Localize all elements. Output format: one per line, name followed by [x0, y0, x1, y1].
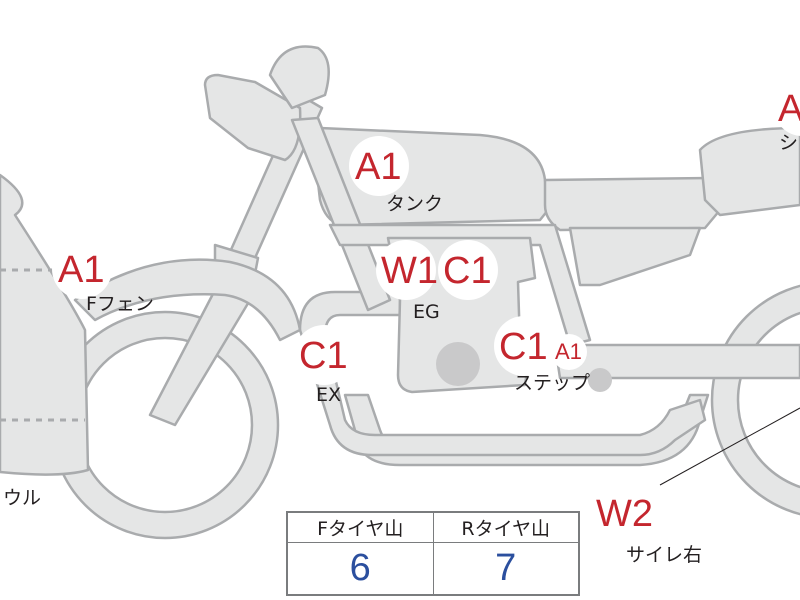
mark-engine-c1	[438, 240, 498, 300]
label-fender-front: Fフェン	[86, 293, 154, 315]
headlight	[203, 73, 302, 162]
label-tank: タンク	[386, 193, 444, 215]
grade-silencer-right: W2	[596, 493, 653, 535]
label-step: ステップ	[514, 372, 591, 394]
grade-engine-c1: C1	[443, 250, 492, 292]
rear-wheel	[712, 285, 800, 515]
mark-engine-w1	[376, 240, 436, 300]
label-silencer-right: サイレ右	[626, 544, 703, 566]
meter	[268, 45, 330, 110]
rear-tire-header: Rタイヤ山	[432, 511, 580, 543]
mark-silencer	[592, 483, 652, 543]
mark-exhaust	[294, 325, 354, 385]
grade-exhaust: C1	[299, 335, 348, 377]
leader-line	[659, 407, 800, 486]
mark-step-a1	[551, 334, 587, 370]
mark-tank	[349, 136, 409, 196]
front-wheel	[52, 312, 278, 538]
front-tire-value: 6	[286, 542, 434, 596]
front-fender	[73, 258, 302, 342]
seat	[543, 176, 722, 232]
step-peg	[588, 368, 612, 392]
grade-engine-w1: W1	[381, 250, 438, 292]
mark-fender-front	[52, 239, 112, 299]
rear-tire-value: 7	[432, 542, 580, 596]
mark-step-c1	[494, 316, 554, 376]
grade-tank: A1	[355, 146, 402, 188]
tail	[698, 126, 800, 217]
grade-fender-front: A1	[58, 249, 105, 291]
label-exhaust: EX	[316, 384, 342, 406]
label-engine: EG	[413, 301, 440, 323]
grade-seat: A	[778, 88, 800, 130]
tire-tread-table: Fタイヤ山 Rタイヤ山 6 7	[286, 511, 580, 596]
front-tire-header: Fタイヤ山	[286, 511, 434, 543]
label-cowl: ウル	[3, 487, 42, 509]
cowl	[0, 173, 90, 476]
main-frame	[290, 116, 392, 312]
side-cover	[568, 226, 702, 287]
label-seat: シ	[779, 132, 799, 154]
grade-step-a1: A1	[555, 339, 582, 364]
grade-step-c1: C1	[499, 326, 548, 368]
engine-cover	[436, 342, 480, 386]
